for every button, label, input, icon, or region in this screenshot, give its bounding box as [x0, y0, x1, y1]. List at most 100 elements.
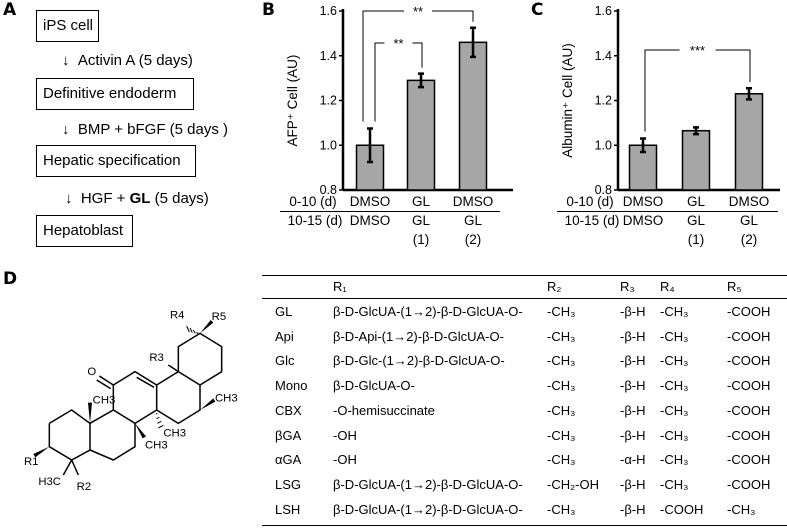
panel-label-c: C	[531, 0, 544, 20]
hashed-bonds	[155, 325, 199, 429]
x-category-label: GL	[686, 194, 706, 209]
substituent-cell: -CH₃	[547, 378, 576, 394]
error-bar	[640, 137, 646, 154]
condition-row-label: 10-15 (d)	[287, 213, 343, 228]
substituent-cell: -CH₃	[547, 402, 576, 418]
x-category-label: GL	[411, 194, 431, 209]
table-bottom-rule	[262, 525, 787, 526]
step-text-bold: GL	[129, 190, 151, 207]
error-bar	[418, 72, 424, 89]
panel-label-b: B	[262, 0, 275, 20]
substituent-cell: -CH₃	[660, 353, 689, 369]
substituent-cell: -OH	[333, 427, 357, 443]
x-category-label: DMSO	[728, 194, 770, 209]
table-header-rule	[262, 298, 787, 299]
down-arrow-icon: ↓	[65, 190, 73, 207]
significance-bracket	[374, 42, 423, 122]
stage-box-definitive-endoderm: Definitive endoderm	[36, 78, 194, 110]
compound-name: CBX	[275, 402, 302, 418]
y-tick-label: 0.8	[595, 183, 612, 197]
substituent-cell: -CH₃	[547, 427, 576, 443]
substituent-cell: -β-H	[620, 328, 646, 344]
x-category-label: DMSO	[349, 213, 391, 228]
y-tick-label: 0.8	[320, 183, 337, 197]
significance-bracket	[362, 10, 474, 122]
x-category-label: GL	[739, 213, 759, 228]
substituent-cell: -CH₃	[547, 452, 576, 468]
compound-name: αGA	[275, 452, 302, 468]
condition-separator	[557, 211, 778, 212]
x-category-label: GL	[463, 213, 483, 228]
y-tick-label: 1.6	[320, 4, 337, 18]
compound-name: LSH	[275, 501, 301, 517]
substituent-cell: -β-H	[620, 304, 646, 319]
x-category-label: DMSO	[622, 213, 664, 228]
substituent-cell: -COOH	[727, 427, 771, 443]
substituent-cell: -CH₃	[547, 353, 576, 369]
ch3-label: CH3	[215, 393, 238, 405]
x-category-label: DMSO	[452, 194, 494, 209]
down-arrow-icon: ↓	[62, 121, 70, 138]
condition-row-label: 10-15 (d)	[564, 213, 620, 228]
compound-name: Glc	[275, 353, 295, 369]
substituent-cell: -COOH	[727, 304, 771, 319]
substituent-cell: β-D-Glc-(1→2)-β-D-GlcUA-O-	[333, 353, 505, 369]
panel-label-d: D	[3, 269, 18, 289]
compound-name: LSG	[275, 476, 302, 492]
error-bar	[470, 26, 476, 59]
table-header-cell: R₅	[727, 279, 742, 294]
substituent-cell: -COOH	[727, 402, 771, 418]
error-bar	[746, 86, 752, 101]
y-tick-label: 1.2	[595, 94, 612, 108]
r5-label: R5	[212, 311, 226, 323]
stage-box-ips-cell: iPS cell	[36, 10, 99, 42]
step-bmp-bfgf: ↓ BMP + bFGF (5 days )	[62, 121, 228, 138]
ch3-label: CH3	[93, 394, 116, 406]
r4-label: R4	[170, 309, 184, 321]
substituent-cell: -COOH	[727, 353, 771, 369]
y-tick-label: 1.0	[320, 138, 337, 152]
stage-box-hepatic-specification: Hepatic specification	[36, 145, 196, 177]
substituent-cell: -β-H	[620, 378, 646, 394]
step-text: BMP + bFGF (5 days )	[77, 121, 229, 138]
substituent-cell: -CH₃	[660, 378, 689, 394]
substituent-cell: -COOH	[727, 476, 771, 492]
panel-label-a: A	[3, 0, 17, 20]
bar	[406, 79, 436, 191]
y-tick-label: 1.0	[595, 138, 612, 152]
substituent-cell: -COOH	[727, 378, 771, 394]
atom-labels: O R1 R2 R3 R4 R5 H3C CH3 CH3 CH3 CH3	[24, 309, 238, 493]
substituent-cell: β-D-GlcUA-O-	[333, 378, 415, 394]
bar	[458, 41, 488, 191]
r1-label: R1	[24, 456, 38, 468]
substituent-cell: -CH₃	[547, 328, 576, 344]
table-header-cell: R₃	[620, 279, 635, 294]
h3c-label: H3C	[38, 476, 61, 488]
wedge-bonds	[33, 320, 216, 458]
significance-bracket	[644, 49, 751, 132]
compound-name: Mono	[275, 378, 308, 394]
substituent-cell: -β-H	[620, 476, 646, 492]
table-header-cell: R₄	[660, 279, 675, 294]
substituent-cell: -COOH	[727, 328, 771, 344]
y-tick-label: 1.2	[320, 94, 337, 108]
substituent-cell: -β-H	[620, 501, 646, 517]
substituent-cell: -CH₃	[660, 452, 689, 468]
substituent-cell: -CH₃	[727, 501, 756, 517]
substituent-cell: -CH₃	[660, 476, 689, 492]
significance-label: ***	[690, 43, 705, 58]
substituent-cell: β-D-GlcUA-(1→2)-β-D-GlcUA-O-	[333, 304, 523, 319]
x-category-label: GL	[411, 213, 431, 228]
significance-label: **	[413, 4, 423, 19]
r2-label: R2	[77, 481, 91, 493]
table-header-cell: R₁	[333, 279, 347, 294]
substituent-cell: -CH₃	[660, 328, 689, 344]
ring-bonds	[48, 332, 223, 476]
y-tick-label: 1.4	[595, 49, 612, 63]
y-tick-label: 1.4	[320, 49, 337, 63]
bar	[681, 129, 711, 191]
condition-row-label: 0-10 (d)	[289, 194, 337, 209]
